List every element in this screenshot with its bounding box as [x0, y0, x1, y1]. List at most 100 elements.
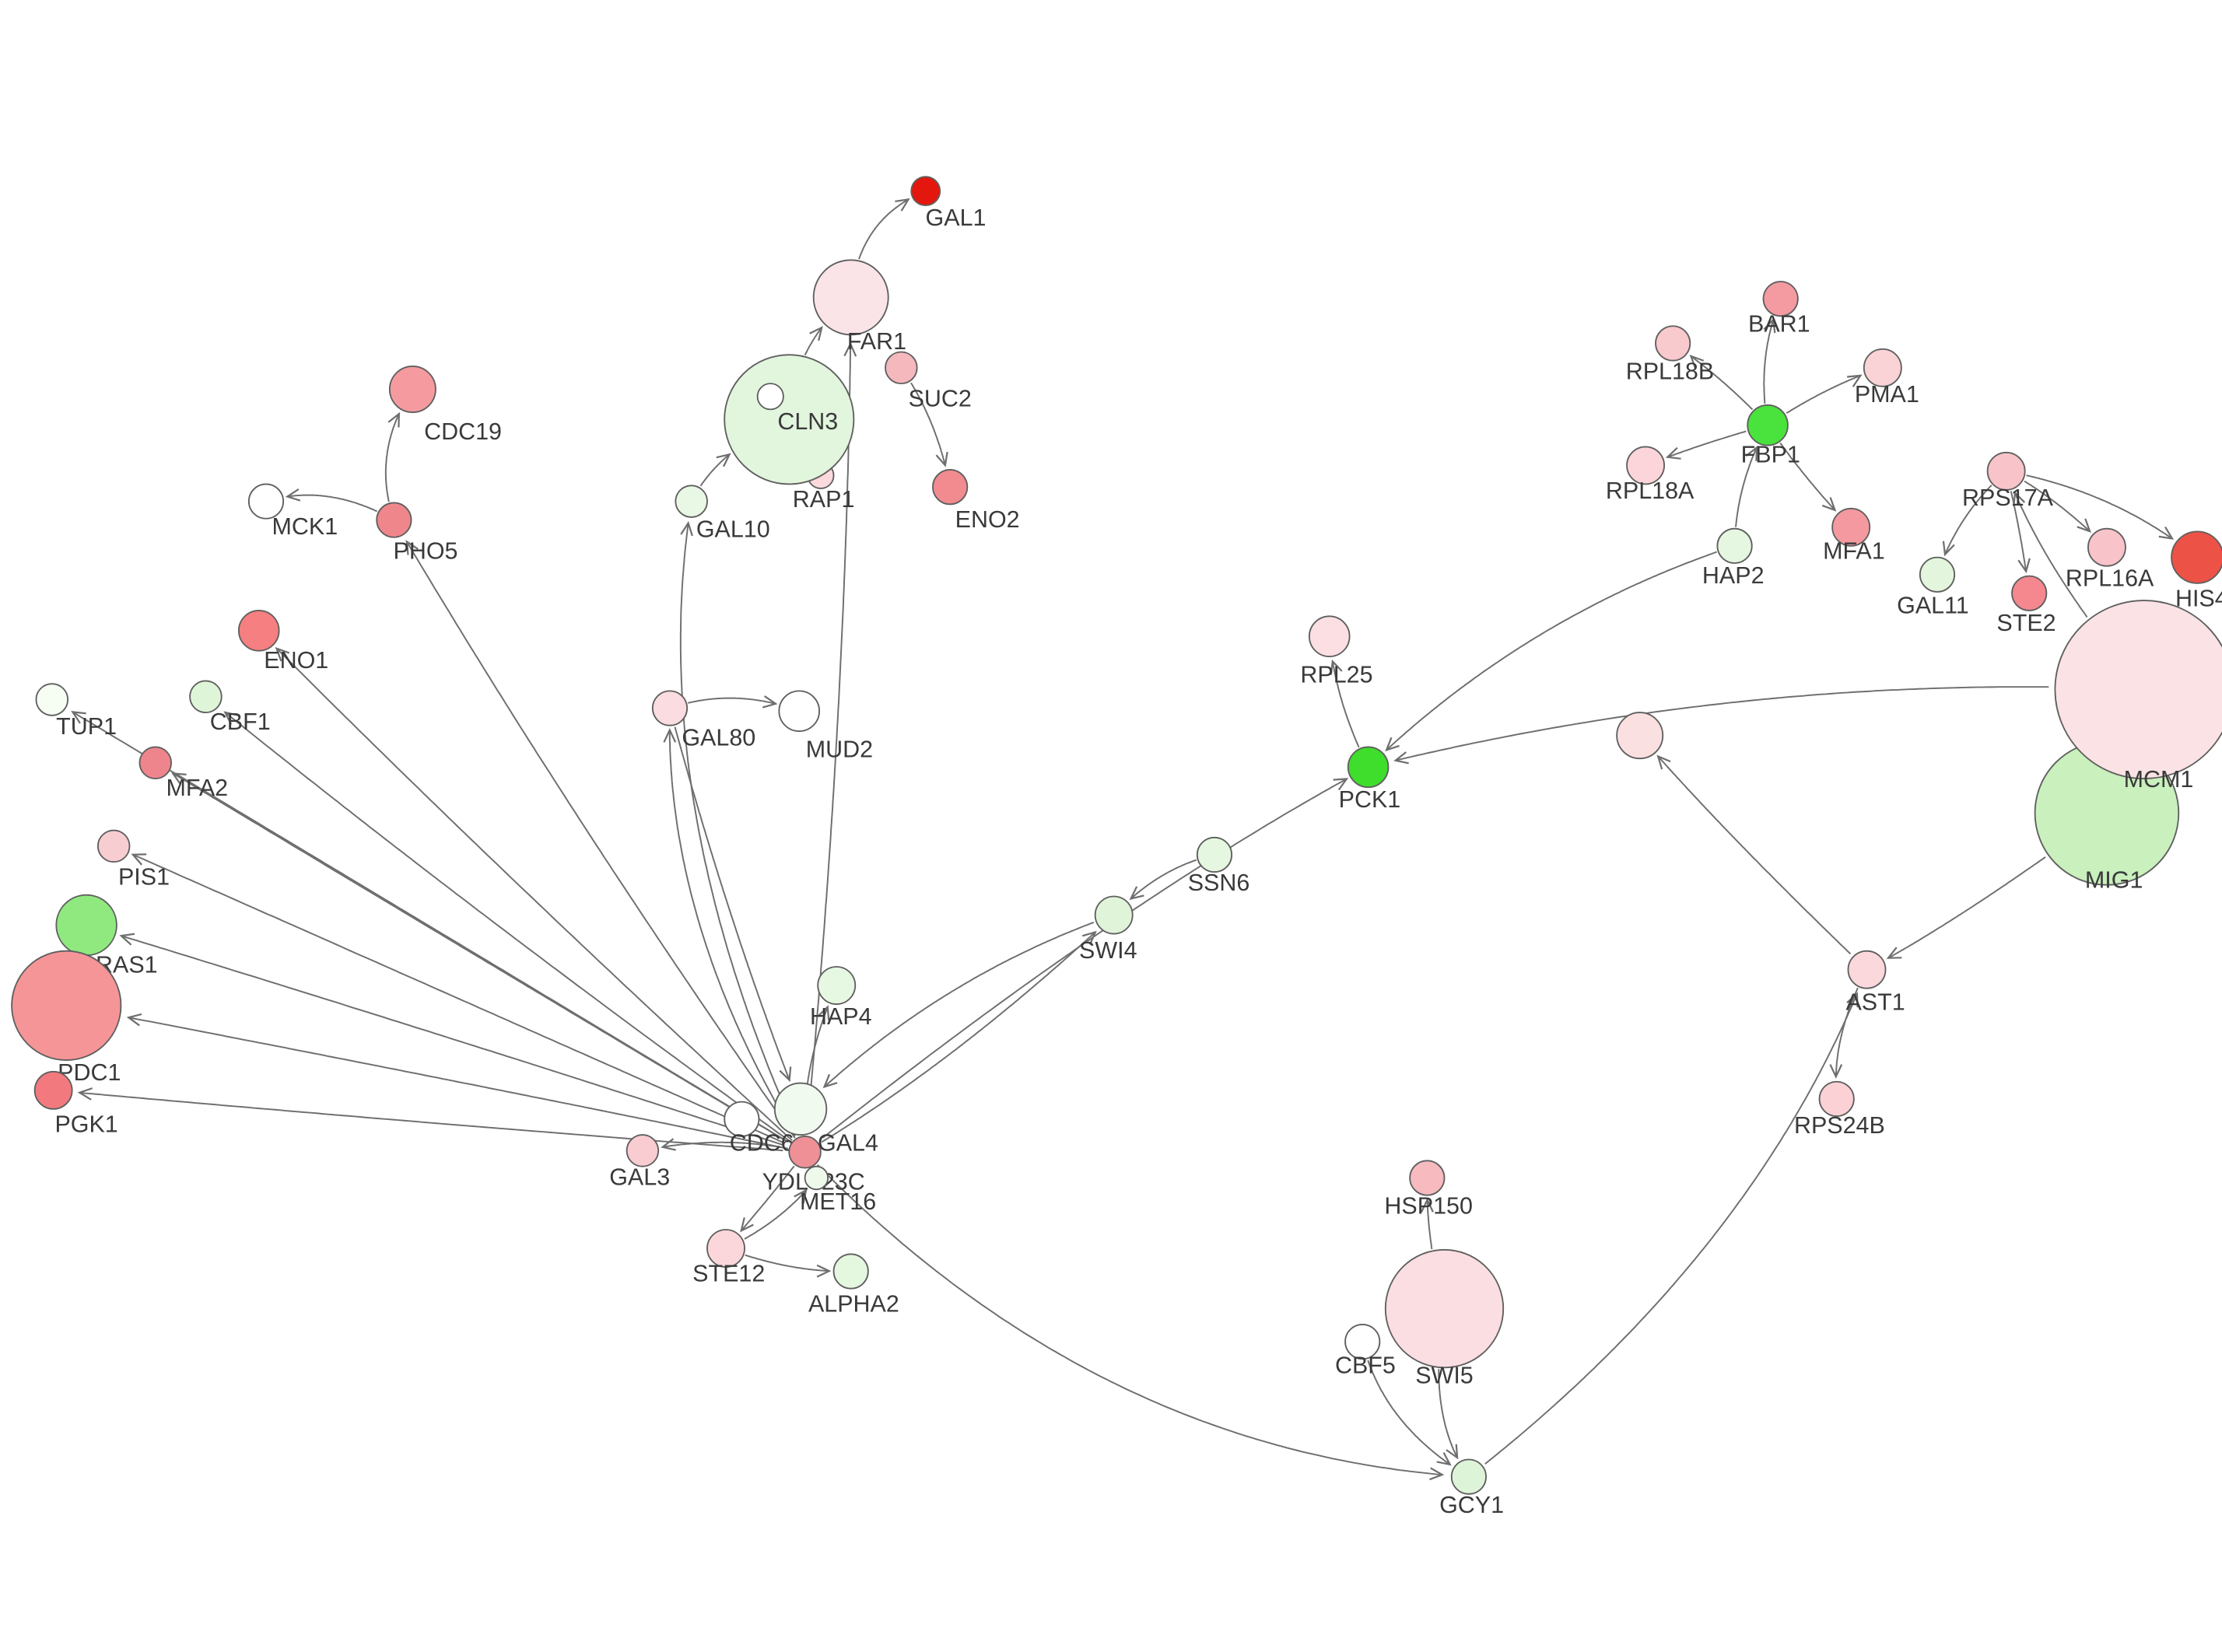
- node-far1[interactable]: [812, 259, 889, 336]
- node-gal10[interactable]: [675, 485, 708, 518]
- edge-cln3-far1[interactable]: [804, 326, 823, 355]
- node-gal3[interactable]: [626, 1134, 660, 1167]
- node-pis1[interactable]: [96, 829, 131, 863]
- node-eno1[interactable]: [237, 610, 280, 652]
- node-mck1[interactable]: [247, 483, 285, 520]
- node-hap4[interactable]: [817, 966, 857, 1005]
- edge-suc2-eno2[interactable]: [910, 382, 948, 467]
- edge-gcy1-ast1[interactable]: [1484, 992, 1859, 1465]
- edge-gal4-gcy1[interactable]: [816, 1164, 1445, 1481]
- edge-rps17a-his4[interactable]: [2026, 474, 2175, 540]
- node-gal80[interactable]: [651, 690, 689, 726]
- node-met16[interactable]: [804, 1165, 829, 1191]
- edge-ast1-node_p1[interactable]: [1656, 754, 1852, 955]
- node-mcm1[interactable]: [2054, 600, 2222, 779]
- edge-gal4-gal80[interactable]: [663, 728, 796, 1137]
- edge-gal4-ste12[interactable]: [740, 1165, 795, 1233]
- edge-mcm1-pck1[interactable]: [1393, 686, 2049, 765]
- node-rpl18b[interactable]: [1655, 325, 1691, 362]
- edge-mig1-ast1[interactable]: [1886, 856, 2046, 959]
- node-unlabeled-2[interactable]: [1616, 712, 1664, 760]
- node-cdc19[interactable]: [388, 366, 436, 413]
- node-pho5[interactable]: [376, 502, 412, 538]
- edge-gal4-ras1[interactable]: [119, 933, 784, 1146]
- edge-swi4-ydl023c[interactable]: [822, 922, 1095, 1089]
- edge-ast1-rps24b[interactable]: [1829, 987, 1859, 1079]
- edge-rps17a-rpl16a[interactable]: [2024, 480, 2091, 534]
- node-rpl25[interactable]: [1308, 615, 1351, 657]
- node-eno2[interactable]: [932, 469, 969, 506]
- edge-pho5-mck1[interactable]: [285, 488, 378, 513]
- node-gal11[interactable]: [1919, 556, 1956, 593]
- node-rps24b[interactable]: [1818, 1080, 1855, 1118]
- node-hap2[interactable]: [1716, 527, 1753, 564]
- node-rps17a[interactable]: [1986, 451, 2026, 491]
- edge-far1-gal1[interactable]: [858, 198, 910, 260]
- edge-fbp1-pma1[interactable]: [1786, 374, 1863, 414]
- node-gal1[interactable]: [910, 176, 941, 207]
- node-ste12[interactable]: [706, 1229, 745, 1268]
- node-ste2[interactable]: [2011, 575, 2048, 611]
- edge-fbp1-rpl18a[interactable]: [1665, 430, 1747, 460]
- edge-fbp1-mfa1[interactable]: [1779, 442, 1837, 512]
- edge-rps17a-gal11[interactable]: [1942, 485, 1992, 557]
- edge-gal4-gal3[interactable]: [661, 1138, 788, 1151]
- edge-mcm1-rps17a[interactable]: [2013, 491, 2088, 618]
- node-ast1[interactable]: [1847, 950, 1887, 989]
- edge-rps17a-ste2[interactable]: [2010, 491, 2031, 574]
- edge-hap2-fbp1[interactable]: [1735, 446, 1758, 527]
- edge-gal4-swi4[interactable]: [821, 930, 1097, 1143]
- edge-gal10-cln3[interactable]: [699, 453, 731, 487]
- edge-gal4-far1[interactable]: [806, 341, 857, 1133]
- edge-gal4-gal10[interactable]: [679, 520, 797, 1133]
- node-cdc6[interactable]: [724, 1101, 760, 1137]
- edge-swi5-gcy1[interactable]: [1438, 1369, 1459, 1460]
- node-ssn6[interactable]: [1196, 836, 1233, 873]
- edge-gal4-cbf1[interactable]: [223, 711, 792, 1143]
- edge-gal80-mud2[interactable]: [687, 695, 778, 709]
- node-pma1[interactable]: [1863, 348, 1902, 387]
- node-gal4[interactable]: [788, 1136, 822, 1169]
- edge-pck1-rpl25[interactable]: [1330, 659, 1360, 748]
- node-gcy1[interactable]: [1450, 1458, 1487, 1495]
- edge-ste12-alpha2[interactable]: [745, 1254, 832, 1278]
- node-ydl023c[interactable]: [773, 1082, 828, 1136]
- edge-swi5-hsp150[interactable]: [1421, 1197, 1434, 1250]
- edge-pho5-cdc19[interactable]: [384, 411, 400, 502]
- edge-fbp1-bar1[interactable]: [1763, 317, 1776, 404]
- edge-hap2-pck1[interactable]: [1385, 551, 1717, 752]
- node-tup1[interactable]: [35, 683, 69, 716]
- node-unlabeled-1[interactable]: [756, 383, 784, 411]
- edge-gal4-pck1[interactable]: [822, 778, 1349, 1139]
- node-cbf1[interactable]: [189, 680, 223, 714]
- edge-ssn6-swi4[interactable]: [1129, 859, 1197, 901]
- edge-gal4-mfa2[interactable]: [171, 772, 786, 1142]
- node-pgk1[interactable]: [33, 1070, 73, 1110]
- node-ras1[interactable]: [55, 894, 117, 957]
- edge-gal4-eno1[interactable]: [275, 646, 793, 1142]
- node-alpha2[interactable]: [832, 1253, 869, 1290]
- edge-gal4-pgk1[interactable]: [77, 1087, 783, 1152]
- edge-gal4-pho5[interactable]: [405, 540, 796, 1139]
- node-cln3[interactable]: [724, 354, 855, 485]
- node-rpl18a[interactable]: [1626, 446, 1666, 485]
- node-suc2[interactable]: [885, 351, 918, 385]
- node-swi4[interactable]: [1094, 895, 1134, 935]
- node-mud2[interactable]: [778, 690, 820, 733]
- node-pdc1[interactable]: [11, 950, 122, 1061]
- edge-ste12-met16[interactable]: [744, 1188, 808, 1240]
- node-mfa1[interactable]: [1831, 507, 1871, 547]
- edge-gal4-pdc1[interactable]: [126, 1013, 784, 1149]
- edge-gal4-pis1[interactable]: [131, 853, 785, 1144]
- node-his4[interactable]: [2171, 530, 2222, 584]
- edge-fbp1-rpl18b[interactable]: [1689, 355, 1754, 411]
- node-swi5[interactable]: [1384, 1248, 1505, 1369]
- node-hsp150[interactable]: [1409, 1160, 1446, 1196]
- node-fbp1[interactable]: [1747, 404, 1789, 446]
- node-mfa2[interactable]: [138, 746, 173, 779]
- edge-gal80-ydl023c[interactable]: [674, 726, 792, 1083]
- edge-cbf5-gcy1[interactable]: [1367, 1360, 1452, 1466]
- node-cbf5[interactable]: [1344, 1323, 1381, 1360]
- node-pck1[interactable]: [1347, 746, 1390, 789]
